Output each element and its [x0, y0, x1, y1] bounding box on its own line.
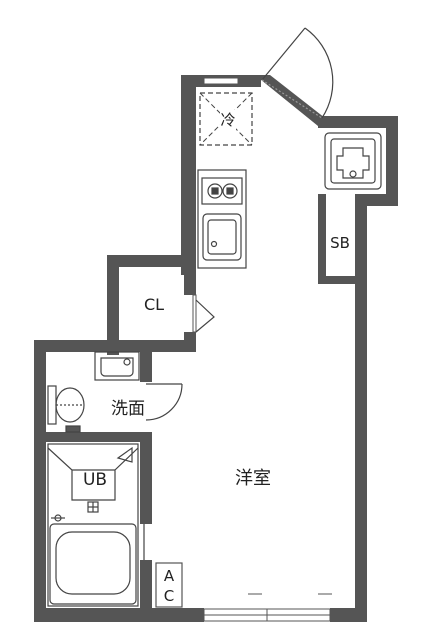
stove	[201, 177, 243, 205]
wall-wash-top	[34, 340, 119, 352]
wall-bath-right-lower	[140, 560, 152, 622]
laundry-pan	[324, 132, 382, 190]
wall-entrance-angled	[255, 75, 325, 126]
kitchen-counter	[197, 169, 247, 269]
closet-label: CL	[144, 295, 164, 314]
window-niche	[203, 77, 239, 85]
wall-sb-left	[318, 194, 326, 284]
wall-sb-bottom	[318, 276, 358, 284]
refrigerator-space: 冷	[199, 92, 253, 146]
wall-niche-left	[181, 75, 196, 275]
ac-unit: A C	[155, 562, 183, 608]
wall-cl-left	[107, 255, 119, 355]
closet: CL	[144, 294, 215, 333]
wall-bottom-right	[330, 608, 367, 622]
wall-right-upper	[386, 116, 398, 206]
wall-left-main	[34, 340, 46, 622]
western-room-label: 洋室	[235, 468, 271, 489]
wall-wash-bath-divider	[34, 432, 152, 442]
wall-bath-right	[140, 432, 152, 524]
ac-label-a: A	[164, 567, 175, 585]
unit-bath	[47, 443, 145, 607]
washbasin	[94, 351, 140, 381]
washroom-label: 洗面	[111, 399, 145, 419]
kitchen-sink	[202, 213, 242, 261]
shoe-box-label: SB	[330, 234, 350, 252]
toilet-tank	[47, 385, 57, 425]
walls	[34, 75, 398, 622]
wall-cl-top	[107, 255, 196, 267]
wall-cl-right	[184, 255, 196, 295]
wall-top-right	[318, 116, 398, 128]
entrance-door	[261, 27, 334, 119]
wall-cl-right-lower	[184, 332, 196, 352]
ac-label-c: C	[164, 587, 174, 605]
washroom	[47, 351, 183, 433]
shoe-box: SB	[326, 206, 355, 276]
windows	[203, 77, 331, 622]
refrigerator-label: 冷	[220, 111, 235, 129]
wall-bottom-left	[34, 608, 204, 622]
wall-right-main	[355, 194, 367, 619]
bathtub	[49, 523, 137, 605]
unit-bath-label: UB	[83, 470, 107, 490]
wall-wash-right-upper	[140, 340, 152, 382]
